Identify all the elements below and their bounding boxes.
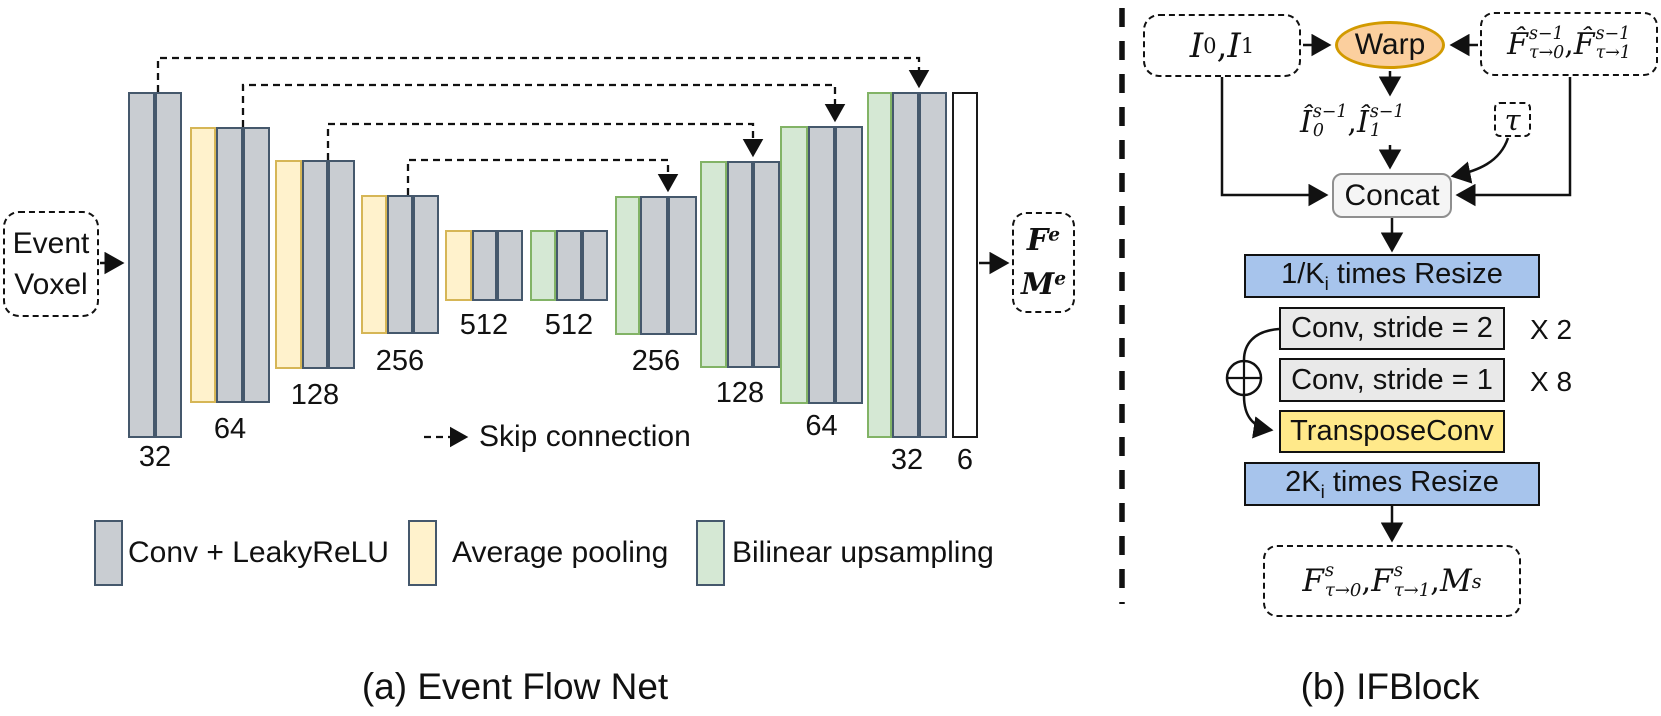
- conv-stride2-mult: X 2: [1530, 314, 1573, 345]
- pool-swatch: [408, 520, 437, 586]
- dec256-upsample-bar: [615, 196, 640, 335]
- output-m-term: Me: [1020, 266, 1067, 302]
- resize-up-node: 2Ki times Resize: [1244, 462, 1540, 506]
- enc256-conv-bar-2: [413, 195, 439, 334]
- dec256-conv-bar-2: [668, 196, 697, 335]
- enc512-conv-bar-2: [497, 230, 523, 301]
- dec128-conv-bar-1: [727, 161, 753, 368]
- flow-to-concat-line: [1455, 77, 1572, 207]
- legend-label-upsample: Bilinear upsampling: [732, 536, 994, 569]
- resize-up-label: 2Ki times Resize: [1285, 465, 1499, 502]
- input-box-line2: Voxel: [14, 268, 88, 301]
- skip-connection-4: [406, 158, 679, 195]
- conv-stride1-label: Conv, stride = 1: [1291, 363, 1493, 396]
- skip-connection-legend-label: Skip connection: [479, 420, 691, 453]
- residual-curve-top: [1242, 327, 1280, 361]
- dec32-conv-bar-1: [892, 92, 919, 438]
- concat-node: Concat: [1332, 173, 1452, 218]
- skip-connection-1: [156, 56, 930, 92]
- layer-label-dec-128: 128: [715, 377, 765, 409]
- layer-label-enc-64: 64: [213, 413, 247, 445]
- concat-label: Concat: [1344, 178, 1440, 212]
- dec32-conv-bar-2: [919, 92, 947, 438]
- event-voxel-input-box: Event Voxel: [3, 211, 99, 317]
- enc128-conv-bar-2: [328, 160, 355, 369]
- tau-to-concat-curve: [1450, 137, 1510, 184]
- enc128-conv-bar-1: [302, 160, 328, 369]
- layer-label-dec-32: 32: [890, 444, 924, 476]
- panel-b-caption: (b) IFBlock: [1300, 666, 1480, 707]
- enc64-pool-bar: [190, 127, 216, 403]
- upsample-swatch: [696, 520, 725, 586]
- warp-label: Warp: [1354, 28, 1426, 61]
- input-box-line1: Event: [12, 226, 90, 260]
- warp-node: Warp: [1335, 21, 1445, 69]
- enc128-pool-bar: [275, 160, 302, 369]
- transpose-conv-node: TransposeConv: [1279, 410, 1505, 453]
- enc64-conv-bar-2: [243, 127, 270, 403]
- dec128-conv-bar-2: [753, 161, 780, 368]
- bottleneck512-conv-bar-1: [556, 230, 582, 301]
- dec64-conv-bar-2: [835, 126, 863, 404]
- enc64-conv-bar-1: [216, 127, 243, 403]
- images-to-concat-line: [1220, 77, 1329, 207]
- conv-stride1-node: Conv, stride = 1: [1279, 358, 1505, 402]
- conv-stride2-node: Conv, stride = 2: [1279, 307, 1505, 350]
- resize-down-label: 1/Ki times Resize: [1281, 257, 1503, 294]
- skip-connection-3: [326, 122, 764, 160]
- dec128-upsample-bar: [700, 161, 727, 368]
- enc512-pool-bar: [445, 230, 472, 301]
- output-f-term: Fe: [1026, 223, 1061, 258]
- conv-stride2-label: Conv, stride = 2: [1291, 312, 1493, 344]
- skip-connection-2: [241, 83, 846, 127]
- flow-mask-output-box: Fe Me: [1012, 212, 1075, 313]
- residual-curve-bottom: [1242, 395, 1274, 439]
- enc512-conv-bar-1: [472, 230, 497, 301]
- layer-label-dec-64: 64: [805, 410, 838, 442]
- enc256-conv-bar-1: [387, 195, 413, 334]
- dec64-conv-bar-1: [808, 126, 835, 404]
- bottleneck512-conv-bar-2: [582, 230, 608, 301]
- enc32-conv-bar-2: [155, 92, 182, 438]
- plus-circle-cross: [1227, 361, 1261, 395]
- enc256-pool-bar: [361, 195, 387, 334]
- dec256-conv-bar-1: [640, 196, 668, 335]
- bottleneck512-upsample-bar: [530, 230, 556, 301]
- panel-a-caption: (a) Event Flow Net: [361, 666, 669, 707]
- layer-label-enc-256: 256: [375, 345, 425, 377]
- output-6-bar: [952, 92, 978, 438]
- dec32-upsample-bar: [867, 92, 892, 438]
- conv-swatch: [94, 520, 123, 586]
- layer-label-enc-128: 128: [290, 379, 340, 411]
- tau-box: τ: [1494, 102, 1531, 137]
- layer-label-out-6: 6: [956, 444, 974, 476]
- legend-label-conv: Conv + LeakyReLU: [128, 536, 389, 569]
- layer-label-dec-256: 256: [631, 345, 681, 377]
- transpose-conv-label: TransposeConv: [1290, 415, 1494, 447]
- conv-stride1-mult: X 8: [1530, 366, 1573, 397]
- enc32-conv-bar-1: [128, 92, 155, 438]
- layer-label-bottleneck-512: 512: [544, 309, 594, 341]
- legend-label-pool: Average pooling: [452, 536, 669, 569]
- dec64-upsample-bar: [780, 126, 808, 404]
- resize-down-node: 1/Ki times Resize: [1244, 254, 1540, 298]
- layer-label-enc-512: 512: [459, 309, 509, 341]
- layer-label-enc-32: 32: [138, 441, 172, 473]
